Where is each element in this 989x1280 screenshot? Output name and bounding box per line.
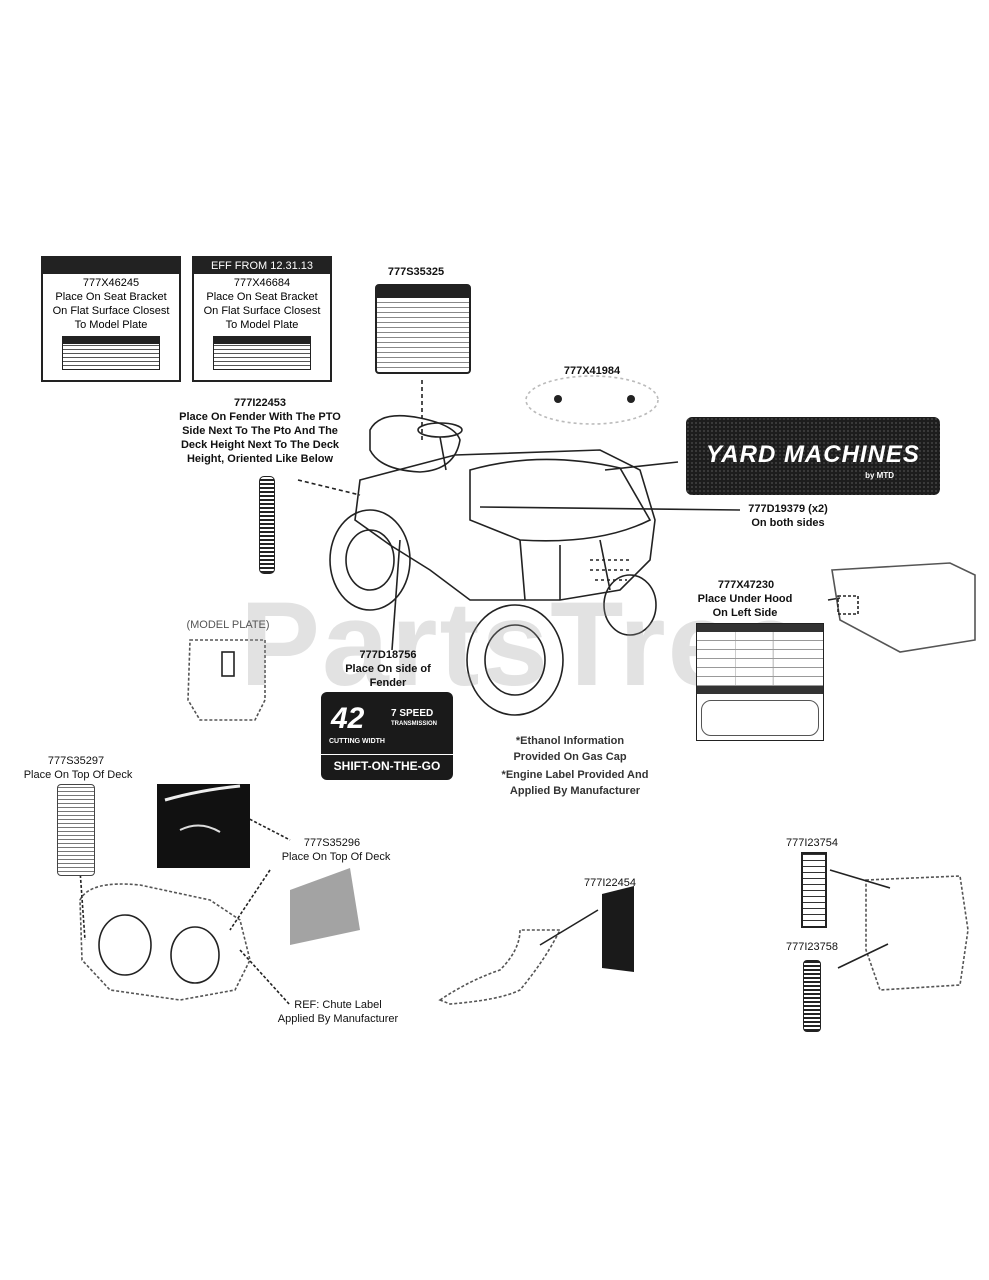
- instruction-line: Place On Seat Bracket: [206, 291, 318, 303]
- deck-size: 42: [331, 702, 365, 735]
- instruction-line: Place On Seat Bracket: [55, 291, 167, 303]
- rear-wheel: [329, 509, 411, 611]
- deck-label-shape: [290, 868, 360, 945]
- instruction-line: To Model Plate: [74, 319, 148, 331]
- tractor-body: [354, 449, 656, 601]
- label-thumbnail: [213, 336, 311, 370]
- choke-decal: [803, 960, 821, 1032]
- part-777s35297: 777S35297: [47, 755, 105, 767]
- instruction-line: On Left Side: [712, 607, 778, 619]
- instruction-line: Place On side of: [345, 663, 431, 675]
- height-decal: [259, 476, 275, 574]
- instruction-line: Deck Height Next To The Deck: [180, 439, 340, 451]
- part-777i22454: 777I22454: [584, 877, 636, 889]
- instruction-line: Side Next To The Pto And The: [182, 425, 338, 437]
- instruction-line: Fender: [369, 677, 407, 689]
- yard-machines-decal: YARD MACHINES by MTD: [686, 417, 940, 495]
- instruction-line: Applied By Manufacturer: [277, 1013, 399, 1025]
- instruction-line: Place On Top Of Deck: [23, 769, 133, 781]
- pto-decal: [602, 886, 634, 972]
- part-number: 777X46245: [82, 277, 140, 289]
- instruction-line: On both sides: [751, 517, 825, 529]
- effective-date-banner: EFF FROM 12.31.13: [194, 258, 330, 274]
- cutting-width-decal: 42 7 SPEED TRANSMISSION CUTTING WIDTH SH…: [321, 692, 453, 780]
- part-number: 777X46684: [233, 277, 291, 289]
- fender-piece: [438, 929, 562, 1005]
- part-777d19379: 777D19379 (x2): [748, 503, 828, 515]
- instruction-line: Place On Top Of Deck: [281, 851, 391, 863]
- tractor-seat: [369, 414, 461, 473]
- shift-text: SHIFT-ON-THE-GO: [321, 754, 453, 773]
- front-wheel: [466, 604, 564, 716]
- instruction-line: Place On Fender With The PTO: [179, 411, 341, 423]
- throttle-decal: [801, 852, 827, 928]
- note-line: *Engine Label Provided And: [501, 769, 649, 781]
- instruction-line: To Model Plate: [225, 319, 299, 331]
- label-thumbnail: [62, 336, 160, 370]
- seat-bracket: [187, 639, 266, 721]
- note-line: *Ethanol Information: [515, 735, 625, 747]
- note-line: Provided On Gas Cap: [513, 751, 627, 763]
- speed-text: 7 SPEED: [391, 708, 434, 719]
- cutting-width-text: CUTTING WIDTH: [329, 738, 385, 745]
- part-777x47230: 777X47230: [717, 579, 775, 591]
- part-777s35296: 777S35296: [303, 837, 361, 849]
- part-777x41984: 777X41984: [563, 365, 621, 377]
- part-777i22453: 777I22453: [234, 397, 286, 409]
- model-plate-label: (MODEL PLATE): [186, 619, 270, 631]
- part-777d18756: 777D18756: [359, 649, 417, 661]
- label-777x46245: 777X46245 Place On Seat Bracket On Flat …: [41, 256, 181, 382]
- hood-panel: [831, 562, 976, 653]
- oval-decal: [525, 375, 659, 425]
- instruction-line: On Flat Surface Closest: [203, 305, 321, 317]
- tractor-hood: [469, 458, 652, 542]
- hood-spec-label: [696, 623, 824, 741]
- instruction-line: Height, Oriented Like Below: [186, 453, 334, 465]
- label-777x46684: EFF FROM 12.31.13 777X46684 Place On Sea…: [192, 256, 332, 382]
- mower-deck: [79, 883, 251, 1001]
- part-777s35325: 777S35325: [387, 266, 445, 278]
- part-777i23754: 777I23754: [786, 837, 838, 849]
- instruction-line: Place Under Hood: [697, 593, 793, 605]
- engine: [865, 875, 969, 991]
- note-line: Applied By Manufacturer: [509, 785, 641, 797]
- warning-decal: [375, 284, 471, 374]
- part-777i23758: 777I23758: [786, 941, 838, 953]
- instruction-line: REF: Chute Label: [294, 999, 382, 1011]
- instruction-line: On Flat Surface Closest: [52, 305, 170, 317]
- brand-name: YARD MACHINES: [706, 441, 920, 468]
- transmission-text: TRANSMISSION: [391, 721, 438, 727]
- brand-sub: by MTD: [865, 471, 894, 480]
- deck-top-decal: [57, 784, 95, 876]
